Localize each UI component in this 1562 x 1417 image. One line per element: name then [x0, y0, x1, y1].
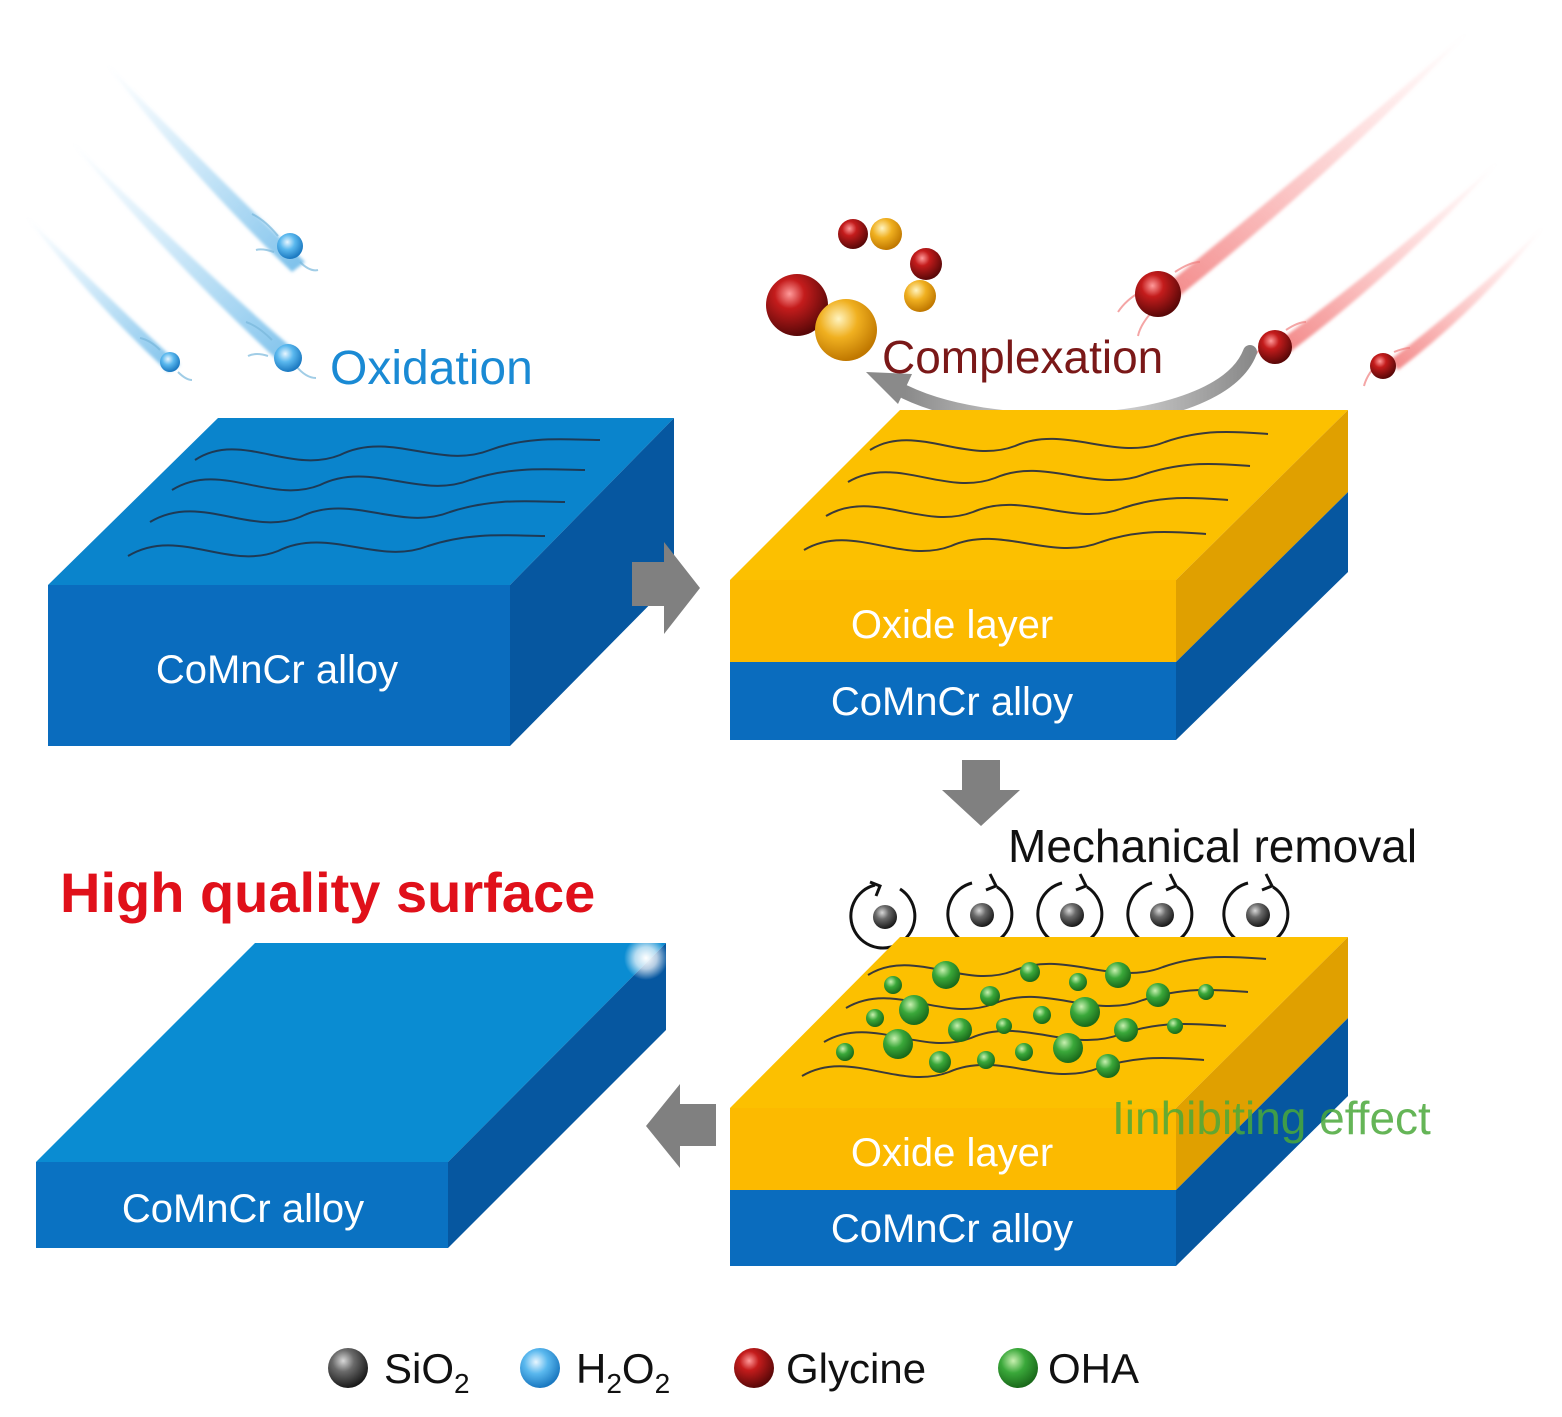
legend-oha-text: OHA: [1048, 1345, 1139, 1392]
legend-item-oha: OHA: [998, 1345, 1139, 1392]
legend-item-sio2: SiO2: [328, 1345, 470, 1399]
oxide-layer-label-2: Oxide layer: [851, 1131, 1053, 1175]
rough-surface-lines-1: [127, 438, 601, 558]
h2o2-comets: [25, 62, 319, 381]
svg-text:H2O2: H2O2: [576, 1345, 670, 1399]
complexation-label: Complexation: [882, 331, 1163, 383]
legend-h2o2-sub1: 2: [606, 1368, 622, 1399]
glycine-comet-2: [1247, 160, 1500, 367]
legend-item-glycine: Glycine: [734, 1345, 926, 1392]
legend-item-h2o2: H2O2: [520, 1345, 670, 1399]
complex-particles: [766, 218, 942, 361]
arrow-right: [632, 542, 700, 634]
block-oxidized: Oxide layer CoMnCr alloy: [730, 410, 1348, 740]
alloy-label-3: CoMnCr alloy: [831, 1207, 1073, 1251]
glycine-comets: [1117, 30, 1545, 387]
h2o2-comet-1: [105, 62, 319, 272]
oxidation-label: Oxidation: [330, 342, 533, 395]
mechanical-removal-label: Mechanical removal: [1008, 820, 1417, 872]
arrow-down: [942, 760, 1020, 826]
h2o2-comet-3: [25, 215, 193, 381]
glycine-comet-3: [1363, 225, 1545, 387]
svg-text:SiO2: SiO2: [384, 1345, 470, 1399]
h2o2-comet-2: [70, 140, 317, 379]
legend-h2o2-base: H: [576, 1345, 606, 1392]
legend-h2o2-after: O: [622, 1345, 655, 1392]
glycine-comet-1: [1117, 30, 1470, 337]
alloy-label-1: CoMnCr alloy: [156, 648, 398, 692]
legend-sio2-sub: 2: [454, 1368, 470, 1399]
block-polished: CoMnCr alloy: [36, 936, 668, 1248]
legend-glycine-text: Glycine: [786, 1345, 926, 1392]
oxide-layer-label-1: Oxide layer: [851, 603, 1053, 647]
inhibiting-effect-label: Iinhibiting effect: [1112, 1092, 1431, 1144]
alloy-label-2: CoMnCr alloy: [831, 680, 1073, 724]
rough-surface-lines-2: [803, 430, 1269, 552]
block-alloy-initial: CoMnCr alloy: [48, 418, 674, 746]
alloy-label-4: CoMnCr alloy: [122, 1187, 364, 1231]
legend: SiO2 H2O2 Glycine OHA: [328, 1345, 1139, 1399]
surface-shine: [624, 936, 668, 980]
high-quality-surface-label: High quality surface: [60, 861, 595, 924]
legend-h2o2-sub2: 2: [655, 1368, 671, 1399]
block-inhibited: Oxide layer CoMnCr alloy: [730, 937, 1348, 1266]
oha-particles: [836, 961, 1214, 1078]
arrow-left: [646, 1084, 716, 1168]
legend-sio2-base: SiO: [384, 1345, 454, 1392]
sio2-abrasives: [849, 873, 1290, 950]
